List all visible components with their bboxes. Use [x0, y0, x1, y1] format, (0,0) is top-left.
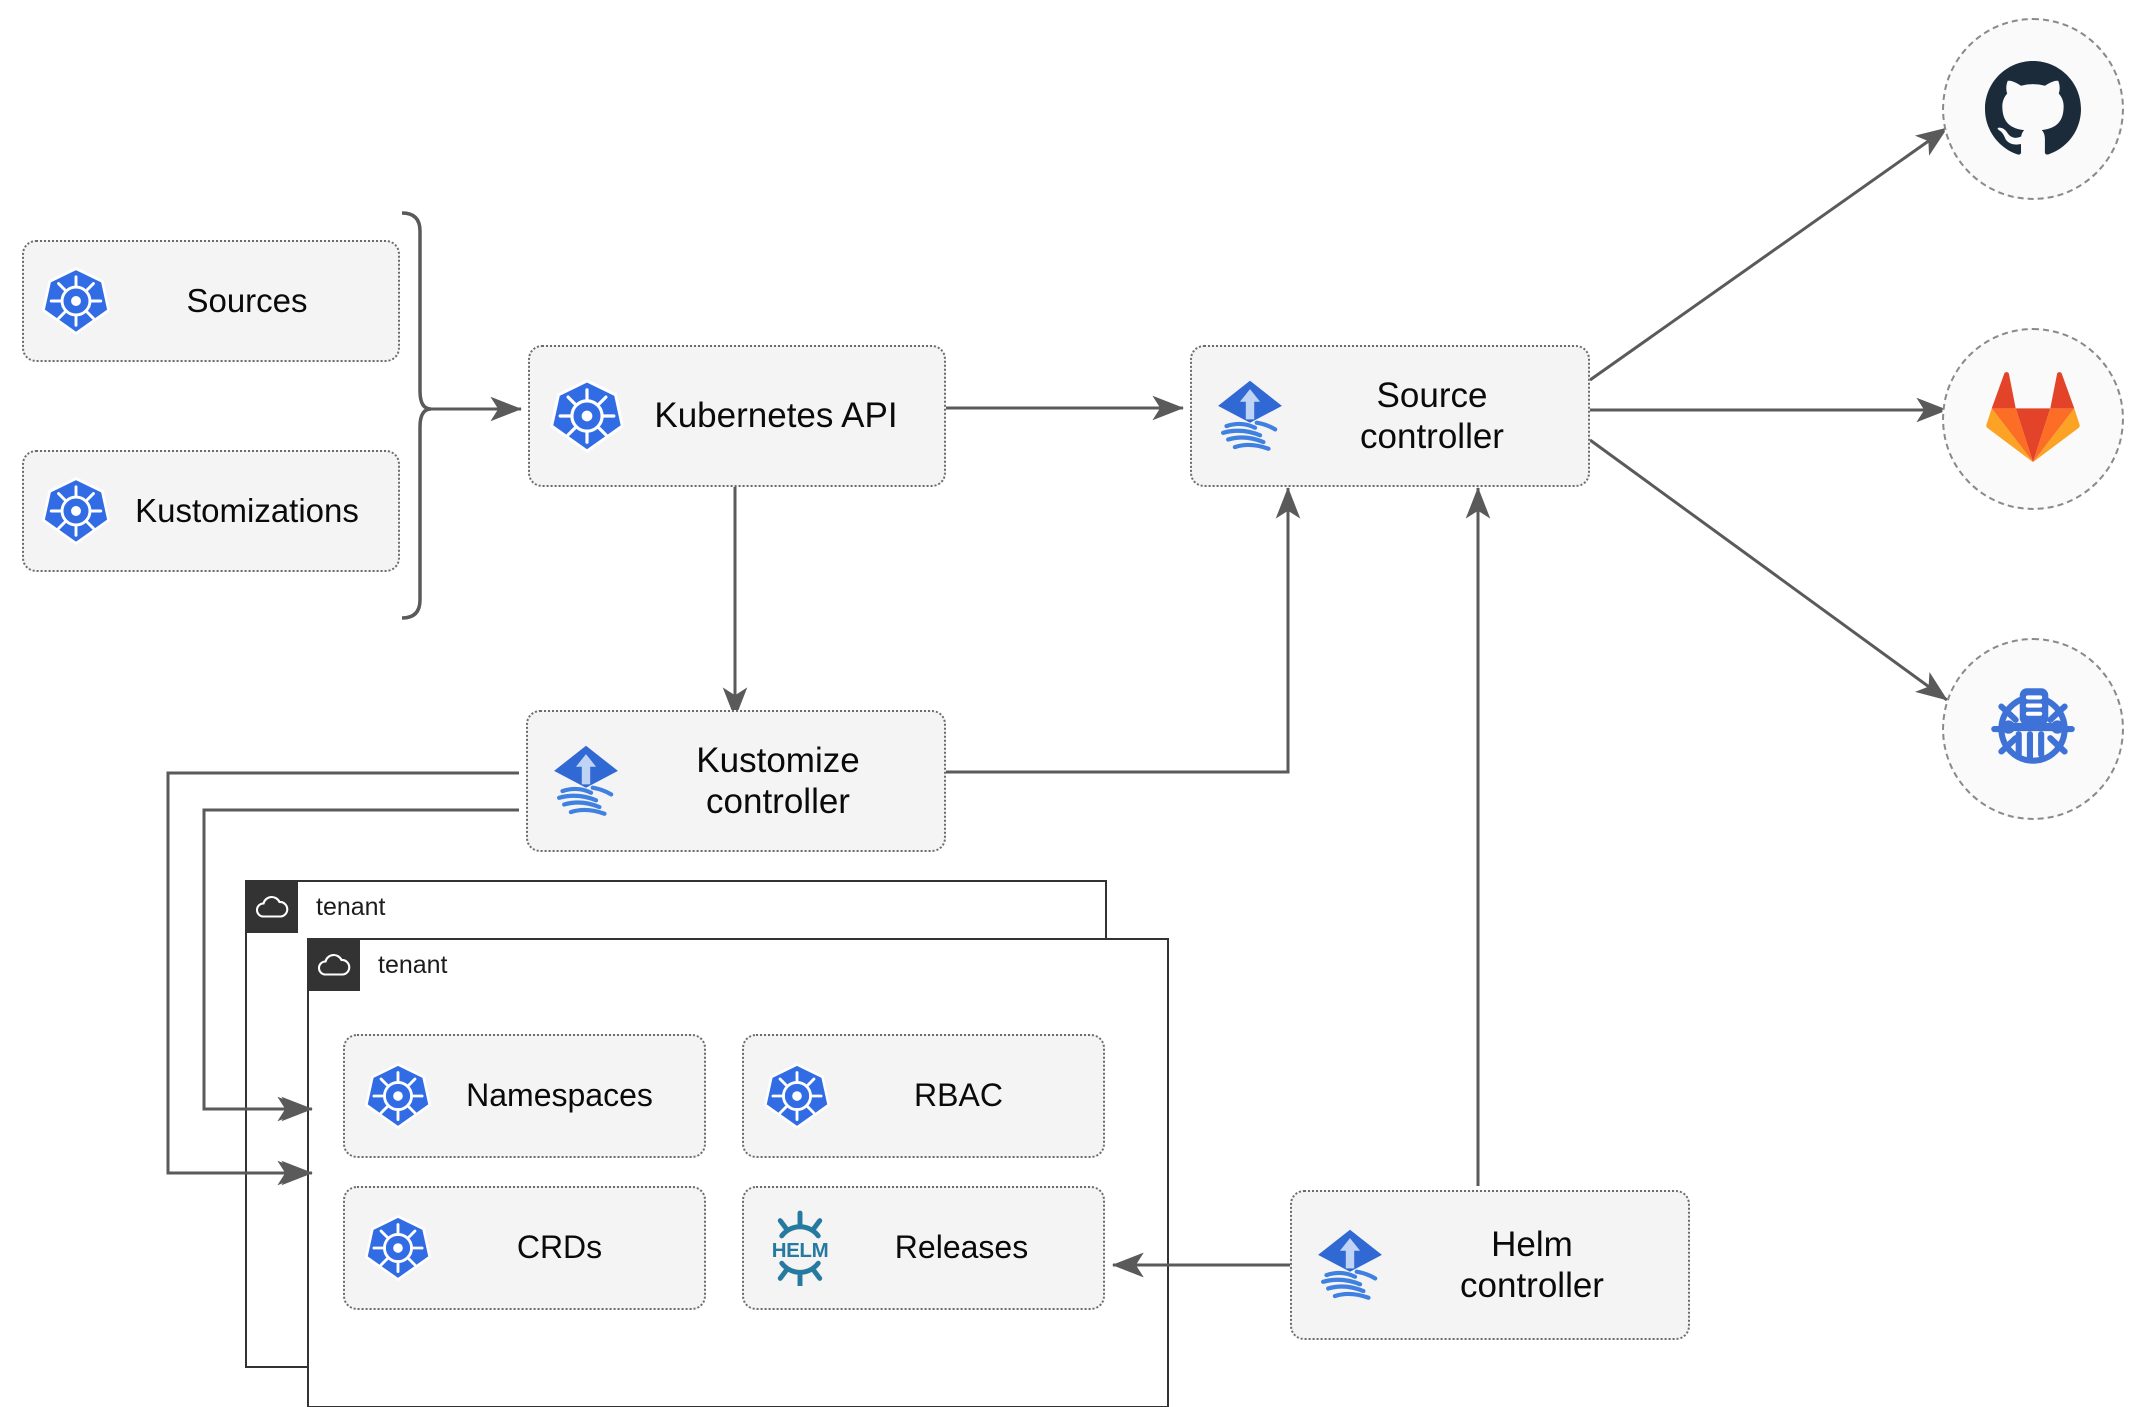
node-helm-repository[interactable] [1942, 638, 2124, 820]
edge-source-controller-to-github [1589, 126, 1948, 382]
svg-text:HELM: HELM [772, 1239, 829, 1262]
kubernetes-icon [40, 265, 112, 337]
helm-repository-icon [1982, 676, 2084, 783]
tenant-header-front: tenant [308, 939, 448, 991]
node-kustomizations-label: Kustomizations [135, 491, 359, 529]
node-crds[interactable]: CRDs [343, 1186, 706, 1310]
flux-icon [1308, 1223, 1392, 1307]
node-kustomize-controller[interactable]: Kustomize controller [526, 710, 946, 852]
cloud-icon [308, 939, 360, 991]
node-kustomizations[interactable]: Kustomizations [22, 450, 400, 572]
node-releases-label: Releases [894, 1229, 1029, 1266]
node-kustomize-controller-label: Kustomize controller [696, 740, 860, 821]
node-helm-controller[interactable]: Helm controller [1290, 1190, 1690, 1340]
node-sources-label: Sources [186, 281, 308, 319]
node-github-repository[interactable] [1942, 18, 2124, 200]
node-gitlab-repository[interactable] [1942, 328, 2124, 510]
kubernetes-icon [40, 475, 112, 547]
node-namespaces[interactable]: Namespaces [343, 1034, 706, 1158]
kubernetes-icon [363, 1213, 433, 1283]
kubernetes-icon [363, 1061, 433, 1131]
flux-icon [544, 739, 628, 823]
github-icon [1985, 59, 2081, 160]
gitlab-icon [1985, 369, 2081, 470]
node-helm-controller-label: Helm controller [1460, 1224, 1604, 1305]
node-rbac[interactable]: RBAC [742, 1034, 1105, 1158]
tenant-title-front: tenant [378, 950, 448, 979]
node-kubernetes-api[interactable]: Kubernetes API [528, 345, 946, 487]
node-crds-label: CRDs [516, 1229, 603, 1266]
edge-source-controller-to-helm-repository [1589, 438, 1948, 702]
edge-kustomize-controller-to-source-controller [946, 487, 1301, 774]
node-sources[interactable]: Sources [22, 240, 400, 362]
tenant-title-back: tenant [316, 892, 386, 921]
flux-icon [1208, 374, 1292, 458]
node-releases[interactable]: HELM Releases [742, 1186, 1105, 1310]
tenant-container-front[interactable]: tenant [307, 938, 1169, 1407]
cloud-icon [246, 881, 298, 933]
node-rbac-label: RBAC [914, 1077, 1003, 1114]
node-namespaces-label: Namespaces [466, 1077, 653, 1114]
node-source-controller-label: Source controller [1360, 375, 1504, 456]
helm-icon: HELM [762, 1210, 838, 1286]
kubernetes-icon [762, 1061, 832, 1131]
kubernetes-icon [548, 377, 626, 455]
tenant-header-back: tenant [246, 881, 386, 933]
node-kubernetes-api-label: Kubernetes API [654, 396, 898, 436]
node-source-controller[interactable]: Source controller [1190, 345, 1590, 487]
